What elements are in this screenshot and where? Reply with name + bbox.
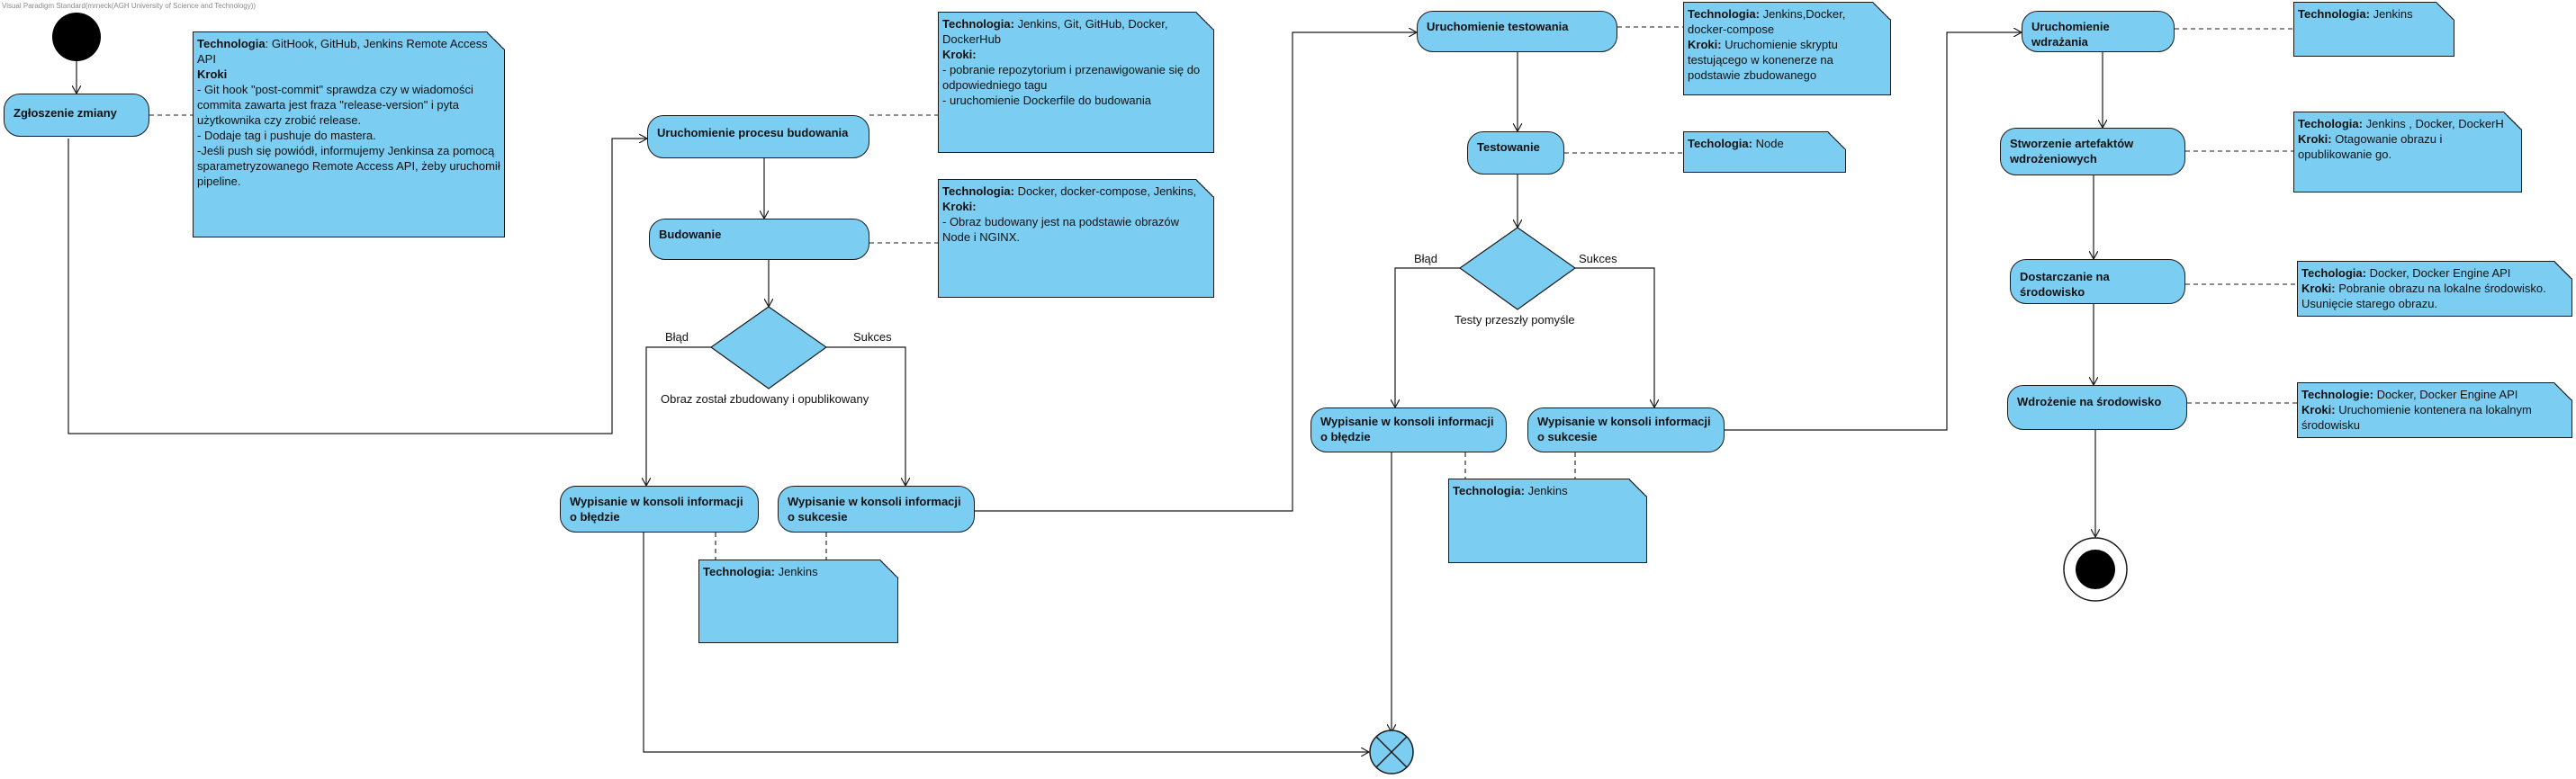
note-step: - uruchomienie Dockerfile do budowania	[942, 94, 1151, 107]
action-uruchomienie-testowania[interactable]: Uruchomienie testowania	[1417, 11, 1617, 52]
note-wdrozenie: Technologie: Docker, Docker Engine API K…	[2297, 382, 2572, 438]
note-build-console: Technologia: Jenkins	[698, 560, 898, 643]
note-testowanie: Techologia: Node	[1683, 131, 1846, 173]
note-tech-label: Technologia:	[942, 184, 1014, 198]
action-test-error-console[interactable]: Wypisanie w konsoli informacji o błędzie	[1311, 407, 1507, 452]
note-tech-value: Docker, Docker Engine API	[2369, 266, 2511, 280]
decision-test-left-label: Błąd	[1414, 252, 1438, 265]
note-steps-label: Kroki	[197, 67, 228, 81]
note-tech-value: Jenkins , Docker, DockerHub	[2365, 117, 2517, 130]
note-tech-label: Technologia:	[2298, 7, 2370, 21]
note-tech-label: Techologia:	[2298, 117, 2363, 130]
flow-final-node	[1369, 730, 1414, 775]
note-uruchomienie-testowania: Technologia: Jenkins,Docker, docker-comp…	[1683, 2, 1891, 95]
note-step: - pobranie repozytorium i przenawigowani…	[942, 63, 1201, 92]
note-uruchomienie-wdrazania: Technologia: Jenkins	[2293, 2, 2454, 57]
note-tech-label: Technologia:	[942, 17, 1014, 31]
action-build-success-console[interactable]: Wypisanie w konsoli informacji o sukcesi…	[778, 486, 975, 533]
action-uruchomienie-wdrazania[interactable]: Uruchomienie wdrażania	[2022, 11, 2175, 52]
note-tech-label: Technologia:	[1688, 7, 1760, 21]
initial-node	[52, 13, 101, 61]
note-steps-label: Kroki:	[2301, 282, 2336, 295]
note-uruchomienie-budowania: Technologia: Jenkins, Git, GitHub, Docke…	[938, 12, 1214, 153]
note-budowanie: Technologia: Docker, docker-compose, Jen…	[938, 179, 1214, 298]
note-tech-value: Docker, Docker Engine API	[2376, 388, 2518, 401]
note-tech-value: Jenkins, Git, GitHub, Docker, DockerHub	[942, 17, 1168, 46]
note-tech-value: GitHook, GitHub, Jenkins Remote Access A…	[197, 37, 488, 66]
decision-test-guard-label: Testy przeszły pomyśle	[1455, 313, 1575, 327]
note-tech-value: Node	[1755, 137, 1784, 150]
action-dostarczanie-na-srodowisko[interactable]: Dostarczanie na środowisko	[2010, 259, 2185, 304]
flow-decision-to-build-err	[646, 346, 711, 486]
note-step: Pobranie obrazu na lokalne środowisko. U…	[2301, 282, 2546, 310]
action-test-success-console[interactable]: Wypisanie w konsoli informacji o sukcesi…	[1527, 407, 1725, 452]
action-stworzenie-artefaktow[interactable]: Stworzenie artefaktów wdrożeniowych	[2000, 128, 2185, 175]
note-step: -Jeśli push się powiódł, informujemy Jen…	[197, 144, 500, 188]
flow-test-ok-to-deploy-start	[1725, 32, 2022, 431]
note-zgloszenie: Technologia: GitHook, GitHub, Jenkins Re…	[193, 31, 505, 237]
note-step: - Git hook "post-commit" sprawdza czy w …	[197, 83, 473, 127]
note-tech-value: Jenkins,Docker, docker-compose	[1688, 7, 1846, 36]
action-testowanie[interactable]: Testowanie	[1467, 131, 1564, 175]
decision-test-right-label: Sukces	[1579, 252, 1617, 265]
note-step: - Obraz budowany jest na podstawie obraz…	[942, 215, 1180, 244]
decision-build-left-label: Błąd	[665, 330, 689, 344]
note-steps-label: Kroki:	[942, 200, 977, 213]
note-tech-value: Docker, docker-compose, Jenkins,	[1017, 184, 1197, 198]
note-tech-label: Techologia:	[1688, 137, 1752, 150]
action-budowanie[interactable]: Budowanie	[649, 219, 869, 260]
decision-test	[1458, 227, 1577, 310]
note-tech-value: Jenkins	[1527, 484, 1568, 497]
flow-zgloszenie-to-build-start	[68, 139, 647, 434]
action-zgloszenie-zmiany[interactable]: Zgłoszenie zmiany	[4, 94, 149, 137]
edition-watermark: Visual Paradigm Standard(mrneck(AGH Univ…	[2, 2, 257, 10]
decision-build	[709, 306, 828, 390]
flow-decision-to-build-ok	[826, 346, 905, 486]
note-tech-label: Technologie:	[2301, 388, 2373, 401]
flow-build-err-to-final	[643, 533, 1369, 752]
decision-build-right-label: Sukces	[853, 330, 892, 344]
action-wdrozenie-na-srodowisko[interactable]: Wdrożenie na środowisko	[2007, 385, 2187, 430]
action-build-error-console[interactable]: Wypisanie w konsoli informacji o błędzie	[560, 486, 759, 533]
note-step: Uruchomienie skryptu testującego w konen…	[1688, 38, 1838, 82]
note-step: - Dodaje tag i pushuje do mastera.	[197, 129, 376, 142]
note-dostarczanie: Techologia: Docker, Docker Engine API Kr…	[2297, 261, 2572, 317]
activity-final-node	[2063, 537, 2128, 602]
note-steps-label: Kroki:	[1688, 38, 1722, 51]
note-steps-label: Kroki:	[2298, 132, 2332, 146]
note-tech-label: Technologia	[197, 37, 266, 50]
action-uruchomienie-budowania[interactable]: Uruchomienie procesu budowania	[647, 115, 869, 158]
note-step: Otagowanie obrazu i opublikowanie go.	[2298, 132, 2443, 161]
note-stworzenie-artefaktow: Techologia: Jenkins , Docker, DockerHub …	[2293, 112, 2522, 193]
note-step: Uruchomienie kontenera na lokalnym środo…	[2301, 403, 2532, 432]
note-tech-label: Technologia:	[703, 565, 775, 578]
note-steps-label: Kroki:	[2301, 403, 2336, 416]
flow-build-ok-to-test-start	[975, 32, 1417, 512]
decision-build-guard-label: Obraz został zbudowany i opublikowany	[661, 392, 869, 406]
note-test-console: Technologia: Jenkins	[1448, 479, 1647, 563]
note-steps-label: Kroki:	[942, 48, 977, 61]
flow-test-decision-to-ok	[1575, 267, 1654, 407]
note-tech-value: Jenkins	[2373, 7, 2413, 21]
note-tech-label: Technologia:	[1453, 484, 1525, 497]
note-tech-value: Jenkins	[778, 565, 818, 578]
flow-test-decision-to-err	[1395, 267, 1460, 407]
note-tech-label: Techologia:	[2301, 266, 2366, 280]
